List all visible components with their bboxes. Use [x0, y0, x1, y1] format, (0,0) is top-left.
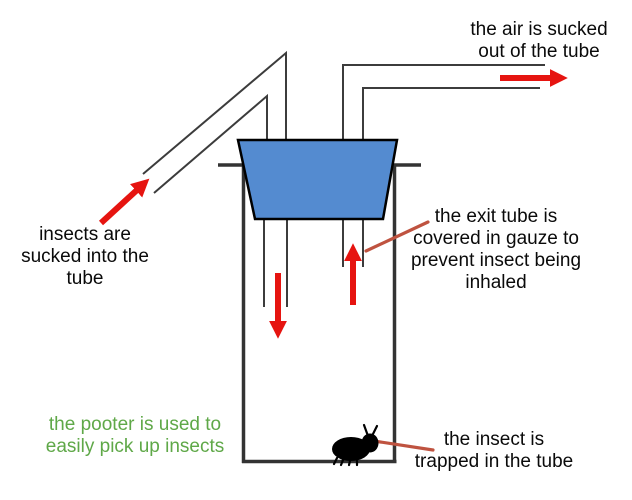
exit-tube-outer-line: [342, 64, 545, 141]
label-exit-tube-gauze: the exit tube is covered in gauze to pre…: [410, 206, 582, 293]
exit-tube-inner-line: [362, 87, 540, 141]
rubber-bung: [236, 138, 399, 221]
label-air-sucked-out: the air is sucked out of the tube: [470, 19, 608, 62]
label-insect-trapped: the insect is trapped in the tube: [414, 429, 574, 472]
entry-tube-inner-line: [153, 93, 268, 194]
entry-tube-outer-line: [142, 50, 287, 175]
insects-in-arrow: [98, 178, 150, 226]
label-insects-sucked-in: insects are sucked into the tube: [21, 224, 149, 289]
insect-pointer-line: [372, 439, 435, 452]
label-pooter-purpose: the pooter is used to easily pick up ins…: [45, 414, 225, 457]
gauze-pointer-line: [364, 220, 430, 253]
insect-icon: [332, 423, 379, 467]
